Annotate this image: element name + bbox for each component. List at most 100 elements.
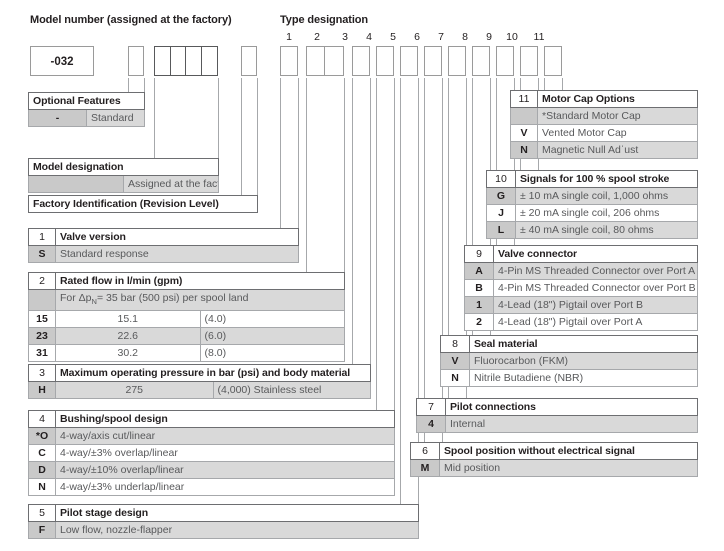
section-number: 11: [510, 90, 538, 108]
factory-identification-box[interactable]: [241, 46, 257, 76]
col-num-7: 7: [438, 31, 444, 43]
table-row[interactable]: S Standard response: [28, 245, 299, 263]
table-row[interactable]: N Nitrile Butadiene (NBR): [440, 369, 698, 387]
table-row[interactable]: 4 Internal: [416, 415, 698, 433]
type-box-2b[interactable]: [325, 47, 343, 75]
table-row[interactable]: B 4-Pin MS Threaded Connector over Port …: [464, 279, 698, 297]
row-key: A: [464, 262, 494, 280]
table-row[interactable]: N 4-way/±3% underlap/linear: [28, 478, 395, 496]
model-designation-box-group[interactable]: [154, 46, 218, 76]
table-row[interactable]: - Standard: [28, 109, 145, 127]
table-row[interactable]: 15 15.1 (4.0): [28, 310, 345, 329]
type-box-7[interactable]: [448, 46, 466, 76]
row-key: [28, 175, 124, 193]
table-model-designation: Model designation Assigned at the factor…: [28, 158, 219, 193]
table-row[interactable]: 2 4-Lead (18") Pigtail over Port A: [464, 313, 698, 331]
row-key: N: [28, 478, 56, 496]
table-row[interactable]: F Low flow, nozzle-flapper: [28, 521, 419, 539]
section-number: 8: [440, 335, 470, 353]
row-key: 1: [464, 296, 494, 314]
model-code-box[interactable]: -032: [30, 46, 94, 76]
row-key: G: [486, 187, 516, 205]
type-box-9[interactable]: [496, 46, 514, 76]
table-row[interactable]: V Fluorocarbon (FKM): [440, 352, 698, 370]
row-value: 4-Lead (18") Pigtail over Port B: [493, 296, 698, 314]
col-num-11: 11: [533, 31, 545, 43]
row-value: Low flow, nozzle-flapper: [55, 521, 419, 539]
col-num-6: 6: [414, 31, 420, 43]
table-row[interactable]: D 4-way/±10% overlap/linear: [28, 461, 395, 479]
type-box-10[interactable]: [520, 46, 538, 76]
model-designation-cell-2[interactable]: [171, 47, 187, 75]
table-pilot-stage-design: 5 Pilot stage design F Low flow, nozzle-…: [28, 504, 419, 539]
table-row[interactable]: 1 4-Lead (18") Pigtail over Port B: [464, 296, 698, 314]
row-value: Internal: [445, 415, 698, 433]
row-key: H: [28, 381, 56, 399]
page-title-model-number: Model number (assigned at the factory): [30, 14, 232, 26]
col-num-9: 9: [486, 31, 492, 43]
table-row[interactable]: A 4-Pin MS Threaded Connector over Port …: [464, 262, 698, 280]
row-value: Vented Motor Cap: [537, 124, 698, 142]
row-value: Standard: [86, 109, 145, 127]
row-key: 15: [28, 310, 56, 329]
table-row[interactable]: Assigned at the factory: [28, 175, 219, 193]
row-value-gpm: (8.0): [199, 344, 345, 363]
table-row-header: 10 Signals for 100 % spool stroke: [486, 170, 698, 188]
table-row[interactable]: *O 4-way/axis cut/linear: [28, 427, 395, 445]
section-number: 1: [28, 228, 56, 246]
type-box-3[interactable]: [352, 46, 370, 76]
row-value: ± 20 mA single coil, 206 ohms: [515, 204, 698, 222]
table-row[interactable]: 31 30.2 (8.0): [28, 344, 345, 363]
row-value: 4-way/±3% overlap/linear: [55, 444, 395, 462]
table-row[interactable]: M Mid position: [410, 459, 698, 477]
connector-col6-l: [424, 78, 425, 442]
table-row-header: 6 Spool position without electrical sign…: [410, 442, 698, 460]
table-row[interactable]: J ± 20 mA single coil, 206 ohms: [486, 204, 698, 222]
row-key: [510, 107, 538, 125]
type-box-6[interactable]: [424, 46, 442, 76]
table-row[interactable]: G ± 10 mA single coil, 1,000 ohms: [486, 187, 698, 205]
type-box-4[interactable]: [376, 46, 394, 76]
model-designation-cell-3[interactable]: [186, 47, 202, 75]
type-box-11[interactable]: [544, 46, 562, 76]
table-row[interactable]: 23 22.6 (6.0): [28, 327, 345, 346]
row-key: J: [486, 204, 516, 222]
table-row[interactable]: V Vented Motor Cap: [510, 124, 698, 142]
connector-col1-r: [298, 78, 299, 228]
table-row[interactable]: *Standard Motor Cap: [510, 107, 698, 125]
type-box-5[interactable]: [400, 46, 418, 76]
table-row[interactable]: C 4-way/±3% overlap/linear: [28, 444, 395, 462]
section-number: 10: [486, 170, 516, 188]
table-row[interactable]: L ± 40 mA single coil, 80 ohms: [486, 221, 698, 239]
row-value: 4-way/±10% overlap/linear: [55, 461, 395, 479]
table-row[interactable]: N Magnetic Null Adˈust: [510, 141, 698, 159]
connector-col9-r: [514, 78, 515, 245]
col-num-8: 8: [462, 31, 468, 43]
model-designation-title: Model designation: [28, 158, 219, 176]
connector-col6-r: [442, 78, 443, 442]
row-value: 4-way/axis cut/linear: [55, 427, 395, 445]
table-row-header: 3 Maximum operating pressure in bar (psi…: [28, 364, 371, 382]
table-row[interactable]: H 275 (4,000) Stainless steel: [28, 381, 371, 399]
type-box-2a[interactable]: [307, 47, 326, 75]
model-designation-cell-4[interactable]: [202, 47, 217, 75]
col-num-1: 1: [286, 31, 292, 43]
table-row-header: 2 Rated flow in l/min (gpm): [28, 272, 345, 290]
type-box-8[interactable]: [472, 46, 490, 76]
section-number: 6: [410, 442, 440, 460]
table-row-note: For ΔpN= 35 bar (500 psi) per spool land: [28, 288, 345, 312]
row-key: F: [28, 521, 56, 539]
connector-model-designation-l: [154, 78, 155, 158]
model-designation-cell-1[interactable]: [155, 47, 171, 75]
connector-optional-features-r: [144, 78, 145, 92]
row-value: Mid position: [439, 459, 698, 477]
type-box-2-group[interactable]: [306, 46, 344, 76]
optional-features-box[interactable]: [128, 46, 144, 76]
note-pre: For Δp: [60, 292, 92, 304]
section-number: 4: [28, 410, 56, 428]
table-max-operating-pressure: 3 Maximum operating pressure in bar (psi…: [28, 364, 371, 399]
connector-col11-r: [562, 78, 563, 90]
table-valve-connector: 9 Valve connector A 4-Pin MS Threaded Co…: [464, 245, 698, 331]
connector-col5-l: [400, 78, 401, 504]
type-box-1[interactable]: [280, 46, 298, 76]
